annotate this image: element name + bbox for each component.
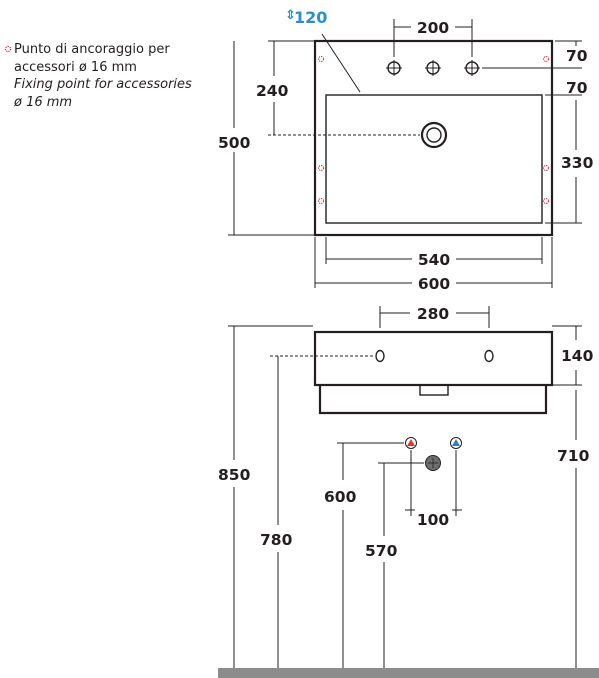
- fixing-spacing-label: 280: [417, 305, 450, 323]
- outlet-height-dimension: 600: [324, 442, 404, 668]
- bowl-depth-label: 330: [561, 154, 594, 172]
- fixing-spacing-dimension: 280: [379, 305, 490, 328]
- right-height-label: 710: [557, 447, 590, 465]
- right-height-dimension: 710: [557, 390, 590, 668]
- hot-water-valve-icon: [405, 437, 417, 449]
- total-depth-label: 500: [218, 134, 251, 152]
- waste-outlet-front: [419, 384, 449, 396]
- legend-english-line-1: Fixing point for accessories: [14, 77, 192, 92]
- fixing-hole-right: [484, 349, 494, 363]
- fixing-point-marker-icon: [543, 165, 549, 171]
- top-height-dimension: 850: [218, 325, 313, 668]
- fixing-point-markers: [318, 56, 549, 204]
- legend-italian-line-2: accessori ø 16 mm: [14, 59, 137, 75]
- outlet-height-label: 600: [324, 488, 357, 506]
- legend-italian-line-1: Punto di ancoraggio per: [14, 42, 170, 57]
- waste-height-dimension: 570: [365, 462, 424, 668]
- drain-depth-label: 240: [256, 82, 289, 100]
- up-down-arrow-icon: ⇕: [285, 8, 296, 23]
- width-dimensions: 540 600: [314, 237, 553, 293]
- fixing-height-dimension: 780: [260, 355, 374, 668]
- fixing-point-marker-icon: [318, 165, 324, 171]
- front-view: 280 140 710 850 780: [218, 305, 599, 678]
- fixing-point-marker-icon: [543, 56, 549, 62]
- basin-height-dimension: 140: [552, 325, 594, 386]
- towel-rail: [318, 385, 548, 415]
- tap-spacing-label: 200: [417, 19, 450, 37]
- fixing-hole-left: [375, 349, 385, 363]
- tap-hole-left: [386, 60, 402, 76]
- fixing-point-marker-icon: [4, 45, 12, 53]
- fixing-height-label: 780: [260, 531, 293, 549]
- fixing-point-marker-icon: [318, 56, 324, 62]
- drain-height-leader: ⇕ 120: [285, 8, 361, 93]
- waste-height-label: 570: [365, 542, 398, 560]
- tap-hole-right: [464, 60, 480, 76]
- tap-hole-center: [425, 60, 441, 76]
- basin-height-label: 140: [561, 347, 594, 365]
- total-width-label: 600: [418, 275, 451, 293]
- top-offset-label: 70: [566, 47, 588, 65]
- bowl-outline-top: [325, 94, 543, 224]
- tap-spacing-dimension: 200: [393, 19, 473, 57]
- top-height-label: 850: [218, 466, 251, 484]
- inner-offset-label: 70: [566, 79, 588, 97]
- left-depth-dimensions: 240 500: [218, 40, 420, 236]
- drain-outlet-top: [420, 121, 448, 149]
- supply-spacing-label: 100: [417, 511, 450, 529]
- fixing-point-legend: Punto di ancoraggio per accessori ø 16 m…: [4, 41, 204, 111]
- basin-outline-front: [313, 330, 554, 387]
- drain-height-label: 120: [294, 8, 327, 27]
- basin-outline-top: [313, 39, 554, 237]
- inner-width-label: 540: [418, 251, 451, 269]
- right-offsets-dimension: 70 70 330: [482, 40, 594, 224]
- top-view: ⇕ 120 200 70 70 330: [218, 8, 594, 293]
- supply-spacing-dimension: 100: [405, 450, 462, 529]
- fixing-point-marker-icon: [318, 198, 324, 204]
- cold-water-valve-icon: [450, 437, 462, 449]
- legend-english-line-2: ø 16 mm: [14, 94, 73, 110]
- fixing-point-marker-icon: [543, 198, 549, 204]
- waste-pipe-icon: [425, 455, 441, 471]
- floor-line: [218, 668, 599, 678]
